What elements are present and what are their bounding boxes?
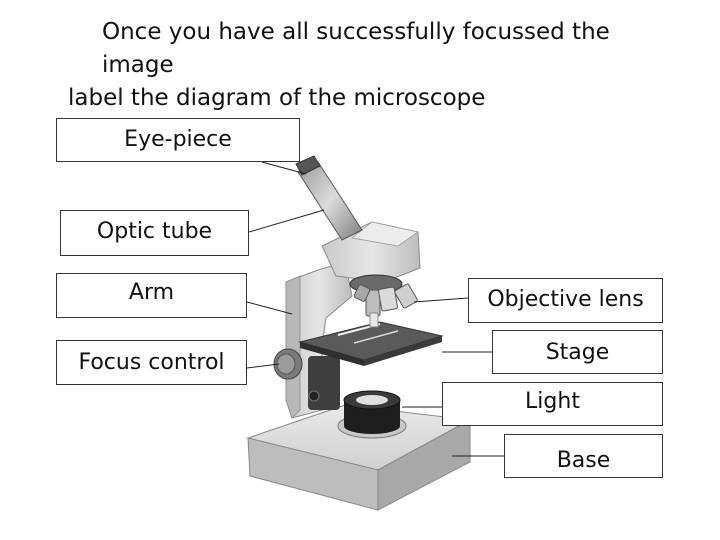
- label-arm-text: Arm: [128, 280, 175, 305]
- label-optic-tube: Optic tube: [60, 210, 249, 256]
- label-light-text: Light: [525, 389, 580, 414]
- label-eyepiece: Eye-piece: [56, 118, 300, 162]
- label-arm: Arm: [56, 273, 247, 318]
- label-base: Base: [504, 434, 663, 478]
- focus-control-knob: [273, 348, 303, 380]
- instruction-title: Once you have all successfully focussed …: [68, 16, 688, 115]
- label-optic-tube-text: Optic tube: [96, 219, 213, 244]
- label-light: Light: [442, 382, 663, 426]
- condenser-block: [308, 356, 340, 410]
- label-stage: Stage: [492, 330, 663, 374]
- optic-tube: [295, 155, 363, 241]
- label-objective-lens: Objective lens: [468, 278, 663, 323]
- label-objective-lens-text: Objective lens: [487, 287, 644, 312]
- fine-focus-knob: [308, 390, 320, 402]
- label-base-text: Base: [556, 448, 611, 473]
- instruction-line-2: label the diagram of the microscope: [68, 85, 486, 111]
- label-focus-control: Focus control: [56, 340, 247, 385]
- label-stage-text: Stage: [545, 340, 610, 365]
- label-focus-control-text: Focus control: [78, 350, 225, 375]
- leader-lines: [246, 161, 504, 457]
- objective-lenses: [353, 283, 418, 328]
- label-eyepiece-text: Eye-piece: [124, 127, 232, 152]
- light-source: [337, 390, 407, 439]
- instruction-line-1: Once you have all successfully focussed …: [102, 19, 610, 78]
- microscope-stage: [298, 321, 444, 366]
